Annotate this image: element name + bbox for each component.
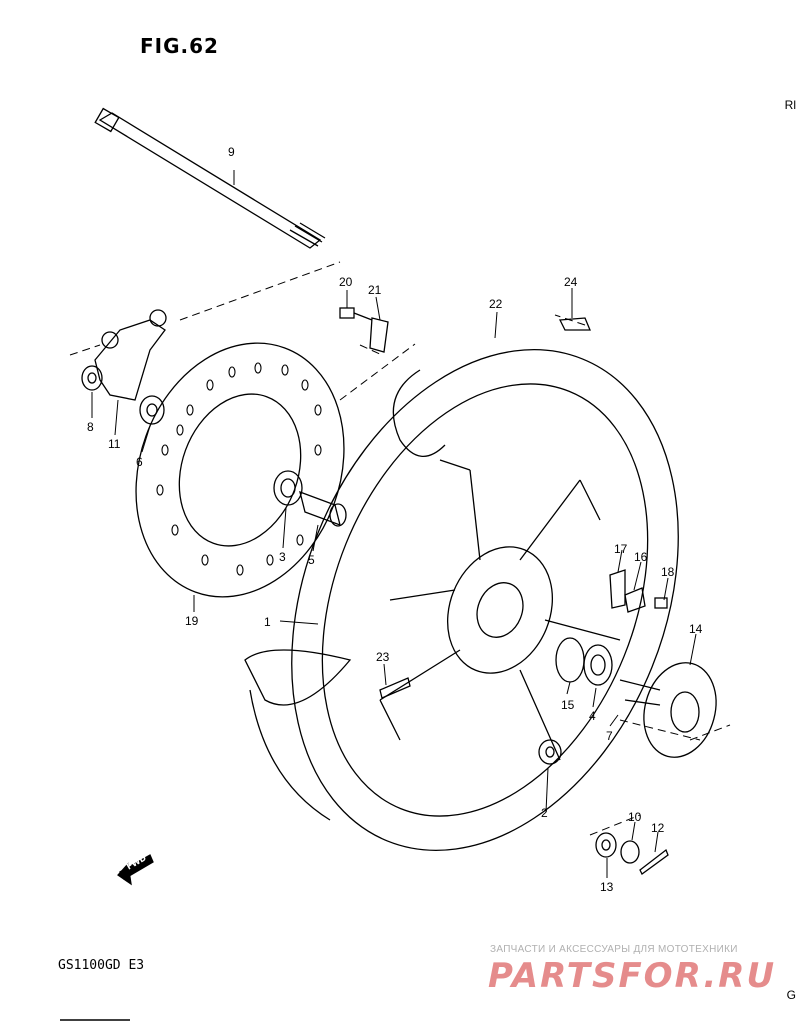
fwd-arrow-icon	[117, 854, 154, 886]
collar-8-part	[81, 365, 103, 391]
bolt-18-part	[654, 597, 668, 609]
callout-13: 13	[600, 880, 614, 894]
washer-13-part	[595, 832, 617, 858]
callout-20: 20	[339, 275, 353, 289]
callout-22: 22	[489, 297, 503, 311]
figure-title: FIG.62	[140, 34, 219, 58]
nut-10-part	[620, 840, 640, 864]
bolt-20-part	[339, 307, 373, 321]
edge-text-bottom: G	[786, 988, 796, 1002]
plate-21-part	[369, 317, 389, 353]
callout-11: 11	[108, 437, 121, 451]
callout-15: 15	[561, 698, 575, 712]
wheel-spokes-part	[379, 459, 621, 761]
callout-5: 5	[308, 553, 315, 567]
brake-disc-part	[135, 342, 345, 598]
callout-19: 19	[185, 614, 199, 628]
axle-part	[94, 107, 326, 249]
callout-10: 10	[628, 810, 642, 824]
callout-9: 9	[228, 145, 235, 159]
hub-14-part	[619, 662, 717, 758]
callout-14: 14	[689, 622, 703, 636]
seal-15-part	[555, 637, 585, 683]
bearing-3-part	[273, 470, 303, 506]
callout-4: 4	[589, 709, 596, 723]
plate-17-part	[609, 569, 626, 609]
caliper-bracket-part	[94, 309, 167, 401]
pin-12-part	[639, 848, 669, 875]
callout-16: 16	[634, 550, 648, 564]
bearing-4-part	[583, 644, 613, 686]
callout-17: 17	[614, 542, 628, 556]
callout-8: 8	[87, 420, 94, 434]
callout-18: 18	[661, 565, 675, 579]
callout-3: 3	[279, 550, 286, 564]
valve-23-part	[379, 677, 411, 699]
plate-16-part	[624, 587, 646, 613]
callout-12: 12	[651, 821, 665, 835]
callout-6: 6	[136, 455, 143, 469]
callout-23: 23	[376, 650, 390, 664]
weight-24-part	[558, 317, 591, 331]
callout-1: 1	[264, 615, 271, 629]
watermark-caption: ЗАПЧАСТИ И АКСЕССУАРЫ ДЛЯ МОТОТЕХНИКИ	[490, 944, 738, 955]
callout-21: 21	[368, 283, 382, 297]
spacer-6-part	[139, 395, 165, 425]
edge-text-top: Rl	[784, 98, 796, 112]
model-code: GS1100GD E3	[58, 958, 145, 973]
callout-24: 24	[564, 275, 578, 289]
callout-2: 2	[541, 806, 548, 820]
nut-2-part	[538, 739, 562, 765]
watermark-logo: PARTSFOR.RU	[488, 956, 777, 996]
spacer-5-part	[299, 490, 347, 527]
callout-7: 7	[606, 729, 613, 743]
tire-part	[244, 349, 679, 851]
